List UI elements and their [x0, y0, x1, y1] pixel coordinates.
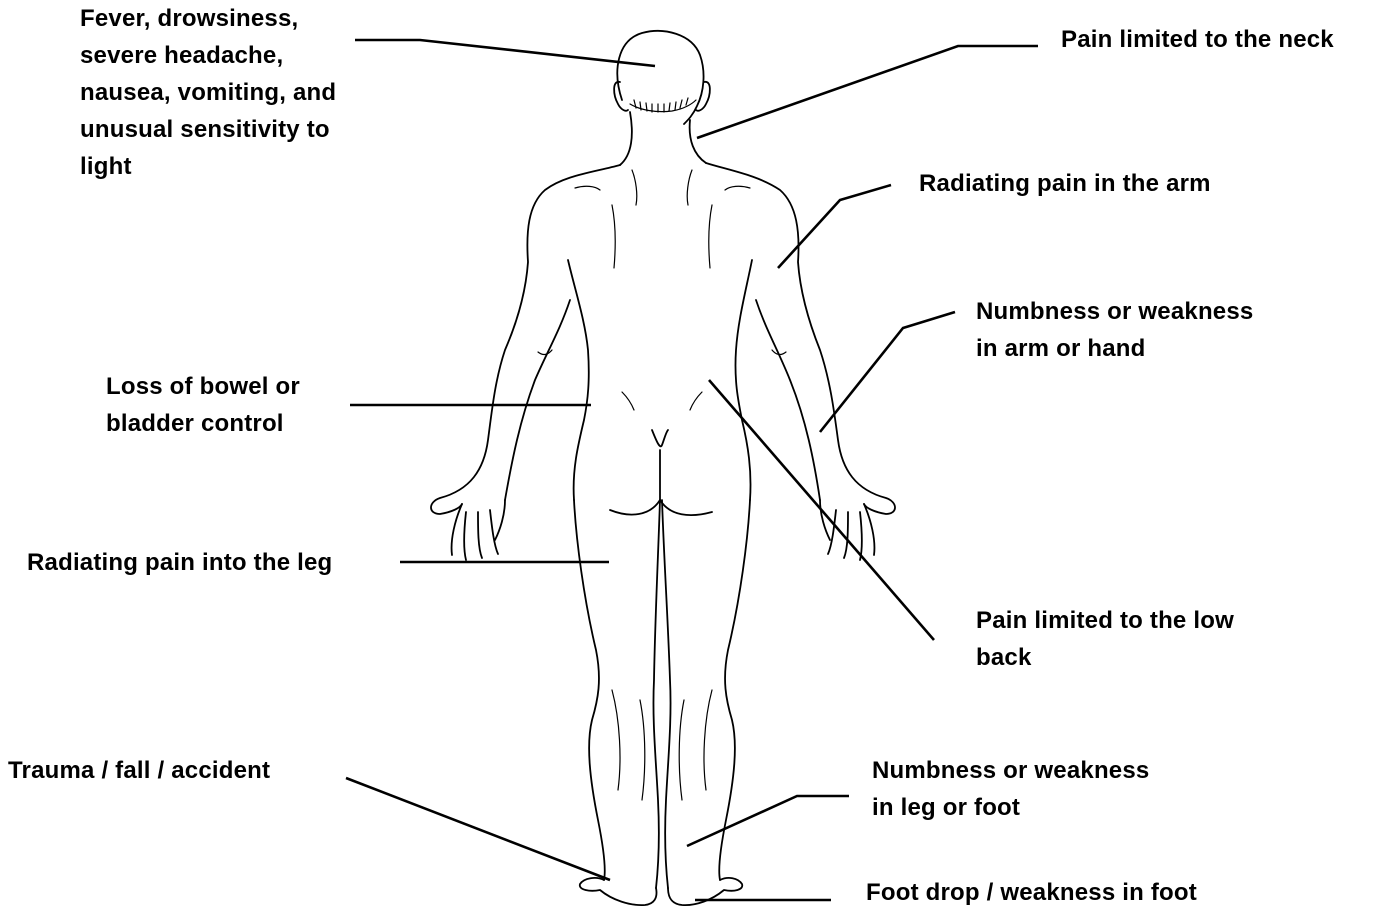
- shoulder-detail-right: [709, 186, 750, 268]
- leader-head: [355, 40, 655, 66]
- label-trauma: Trauma / fall / accident: [8, 752, 270, 789]
- spine-detail: [632, 170, 692, 205]
- shoulder-detail-left: [575, 186, 615, 268]
- elbow-detail-left: [538, 350, 552, 354]
- back-left-edge: [568, 260, 589, 500]
- leader-low-back: [709, 380, 934, 640]
- buttocks-lower: [610, 500, 712, 515]
- leader-leg-numb: [687, 796, 849, 846]
- inner-arm-left: [505, 300, 570, 500]
- hair-texture: [634, 98, 688, 112]
- label-head-symptoms: Fever, drowsiness, severe headache, naus…: [80, 0, 336, 185]
- hand-left: [452, 500, 505, 560]
- foot-left: [580, 878, 657, 905]
- leader-trauma: [346, 778, 610, 880]
- torso-left-outline: [431, 165, 620, 514]
- leader-arm-pain: [778, 185, 891, 268]
- leg-left-outer: [574, 500, 605, 880]
- label-arm-numbness: Numbness or weakness in arm or hand: [976, 293, 1253, 367]
- label-neck-pain: Pain limited to the neck: [1061, 21, 1334, 58]
- leg-left-inner: [653, 500, 660, 888]
- label-low-back-pain: Pain limited to the low back: [976, 602, 1234, 676]
- calf-detail-left: [612, 690, 645, 800]
- label-bowel-bladder: Loss of bowel or bladder control: [106, 368, 300, 442]
- neck-left: [620, 112, 632, 165]
- torso-right-outline: [706, 163, 895, 514]
- label-arm-pain: Radiating pain in the arm: [919, 165, 1211, 202]
- label-leg-pain: Radiating pain into the leg: [27, 544, 332, 581]
- hand-right: [820, 500, 874, 560]
- lower-back-detail: [622, 392, 702, 410]
- leg-right-inner: [662, 500, 671, 888]
- leader-arm-numb: [820, 312, 955, 432]
- back-right-edge: [735, 260, 752, 500]
- buttocks-crease: [652, 430, 668, 446]
- leader-neck: [697, 46, 1038, 138]
- label-leg-numbness: Numbness or weakness in leg or foot: [872, 752, 1149, 826]
- calf-detail-right: [679, 690, 712, 800]
- neck-right: [690, 120, 706, 163]
- label-foot-drop: Foot drop / weakness in foot: [866, 874, 1197, 911]
- head-outline: [617, 31, 703, 124]
